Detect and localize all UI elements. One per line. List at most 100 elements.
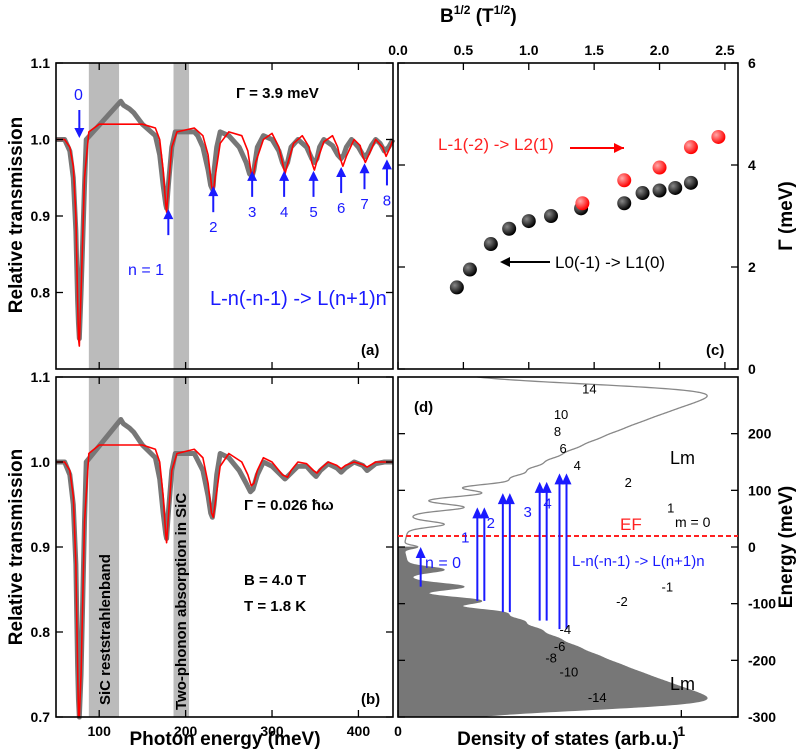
panel-a-zero-label: 0 [74,87,83,104]
y-tick-label: -300 [748,709,776,725]
x-tick-label: 400 [347,723,371,739]
transition-label: 1 [461,529,469,546]
transition-arrowhead [504,493,515,505]
transition-arrowhead [497,493,508,505]
panel-b-gamma: Γ = 0.026 ħω [244,497,334,514]
level-label: -6 [554,639,566,654]
panel-d-lm-bottom: Lm [670,674,695,694]
peak-arrowhead [381,159,392,170]
y-tick-label: 0.9 [31,208,51,224]
data-point [449,280,464,295]
y-axis-label-a: Relative transmission [6,117,27,313]
level-label: -8 [545,651,557,666]
x-tick-label: 0 [394,723,402,739]
panel-a-ticks: 0.80.91.01.1 [31,55,393,369]
level-label: -10 [560,665,579,680]
y-tick-label: 0.7 [31,709,51,725]
panel-a-n1-label: n = 1 [128,262,164,279]
peak-arrowhead [163,209,174,220]
level-label: 6 [560,441,567,456]
transition-arrowhead [472,507,483,519]
transition-arrowhead [479,507,490,519]
data-point [617,173,632,188]
panel-c-red-label: L-1(-2) -> L2(1) [438,135,554,154]
data-point [683,140,698,155]
y-tick-label: 0.8 [31,624,51,640]
y-tick-label: 4 [748,157,756,173]
y-axis-label-b: Relative transmission [6,449,27,645]
reststrahlen-label: SiC reststrahlenband [97,554,114,705]
reststrahlen-band-a [88,63,120,369]
peak-arrowhead [208,186,219,197]
y-tick-label: 1.1 [31,55,51,71]
level-label: 2 [625,475,632,490]
data-point [483,237,498,252]
fermi-label: EF [620,515,642,534]
panel-d-dos [397,376,708,718]
panel-c-points [449,129,726,295]
y-tick-label: 1.1 [31,369,51,385]
panel-c-label: (c) [706,342,724,359]
data-point [502,221,517,236]
x-axis-label-b: Photon energy (meV) [129,729,320,750]
panel-c-black-arrowhead [500,257,510,267]
peak-label: 6 [337,200,345,217]
panel-b-temp: T = 1.8 K [244,598,306,615]
panel-b-field: B = 4.0 T [244,572,306,589]
x-tick-label: 0.0 [388,42,408,58]
peak-arrowhead [247,170,258,181]
panel-a-series [56,98,396,347]
dos-empty [404,376,708,548]
transition-arrowhead [561,473,572,485]
transition-label: 4 [543,495,551,512]
panel-a-label: (a) [361,342,379,359]
y-tick-label: -100 [748,596,776,612]
peak-label: 3 [248,204,256,221]
transition-arrowhead [554,473,565,485]
peak-label: 8 [383,192,391,209]
twophonon-label: Two-phonon absorption in SiC [173,493,190,710]
y-tick-label: 0 [748,539,756,555]
panel-b-series [56,417,393,720]
peak-arrowhead [359,163,370,174]
y-tick-label: 100 [748,482,772,498]
transition-label: 2 [487,515,495,532]
x-tick-label: 200 [174,723,198,739]
y-tick-label: 0.9 [31,539,51,555]
panel-a: 0.80.91.01.1 Γ = 3.9 meV (a) 0 n = 1 L-n… [31,55,396,370]
data-point [652,183,667,198]
panel-d-n0: n = 0 [425,555,461,572]
x-tick-label: 1.5 [584,42,604,58]
y-axis-label-c: Γ (meV) [776,181,797,251]
data-point [711,129,726,144]
y-tick-label: 6 [748,55,756,71]
panel-d-lm-top: Lm [670,448,695,468]
panel-d-label: (d) [414,399,433,416]
dos-filled [397,546,708,718]
y-tick-label: 0.8 [31,285,51,301]
data-point [617,196,632,211]
peak-arrowhead [279,170,290,181]
panel-a-gamma: Γ = 3.9 meV [236,85,319,102]
reststrahlen-band-b [88,377,120,717]
data-point [462,262,477,277]
panel-b-label: (b) [361,691,380,708]
data-point [668,180,683,195]
peak-label: 7 [360,196,368,213]
transition-arrowhead [541,481,552,493]
peak-arrowhead [336,167,347,178]
arrowhead-0 [74,128,85,138]
x-axis-label-c: B1/2 (T1/2) [440,3,517,27]
level-label: -2 [616,594,628,609]
transition-arrowhead [534,481,545,493]
data-point [652,160,667,175]
y-tick-label: 0 [748,361,756,377]
x-axis-label-d: Density of states (arb.u.) [457,729,679,750]
twophonon-band-a [173,63,190,369]
x-tick-label: 1 [677,723,685,739]
